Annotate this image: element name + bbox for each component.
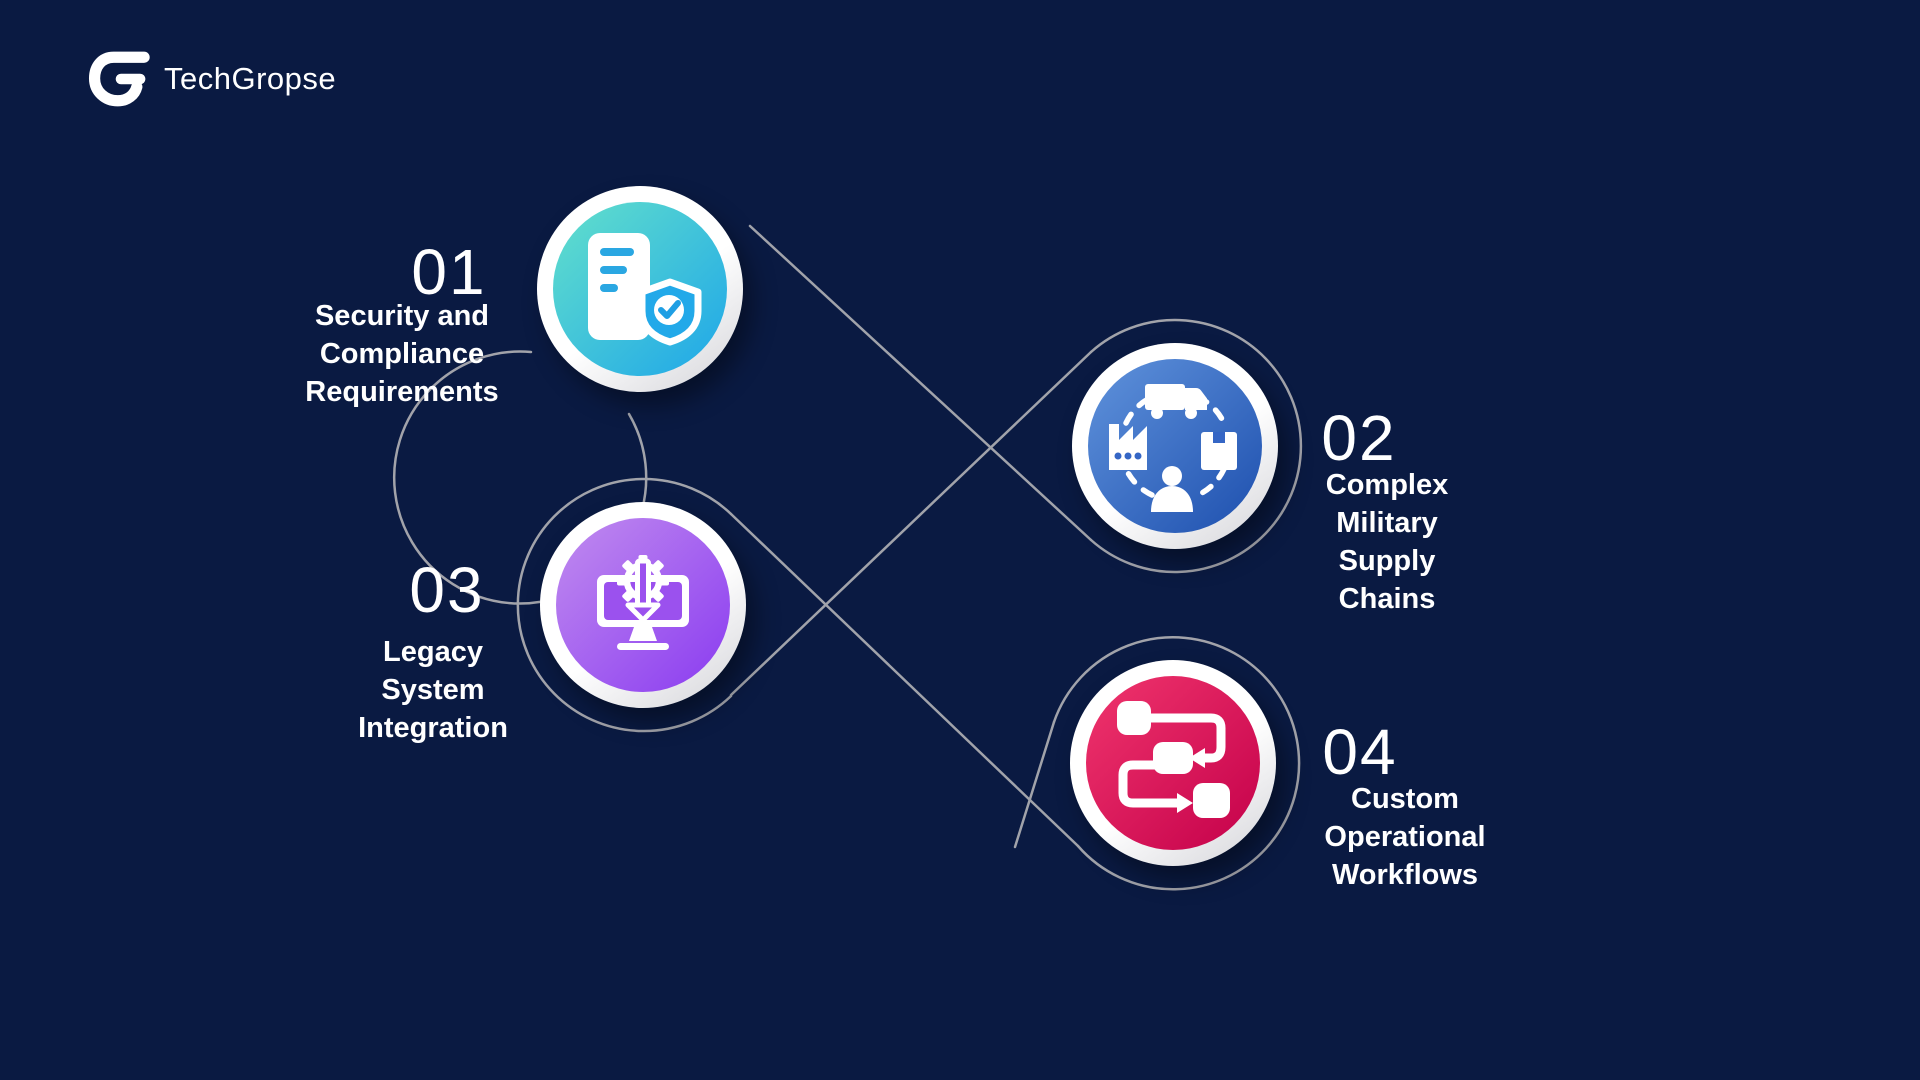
monitor-gear-download-icon [597, 555, 689, 650]
item-02-number: 02 [1321, 402, 1397, 474]
item-03-circle [556, 518, 730, 692]
workflow-nodes-icon [1117, 701, 1230, 818]
item-02-circle [1088, 359, 1262, 533]
item-01-circle [553, 202, 727, 376]
item-04-label: Custom Operational Workflows [1324, 783, 1486, 891]
ring-03 [516, 477, 733, 733]
ring-04-tail [1013, 720, 1056, 849]
logo-g-icon [88, 51, 150, 107]
item-01-label: Security and Compliance Requirements [305, 300, 499, 408]
document-shield-check-icon [588, 233, 702, 346]
line-03-04 [729, 512, 1080, 848]
item-03-label: Legacy System Integration [358, 636, 508, 744]
ring-02 [1089, 318, 1303, 574]
ring-04 [1052, 636, 1301, 891]
line-02-03 [729, 350, 1093, 697]
line-01-02 [748, 224, 1093, 542]
item-03-number: 03 [409, 554, 485, 626]
item-01-badge [537, 186, 743, 392]
item-02-label: Complex Military Supply Chains [1325, 469, 1449, 615]
item-01-number: 01 [411, 236, 487, 308]
item-04-circle [1086, 676, 1260, 850]
item-04-number: 04 [1322, 716, 1398, 788]
item-03-badge [540, 502, 746, 708]
item-02-badge [1072, 343, 1278, 549]
item-04-badge [1070, 660, 1276, 866]
brand-name: TechGropse [164, 61, 337, 96]
brand-logo: TechGropse [86, 44, 336, 114]
supply-chain-network-icon [1109, 384, 1237, 512]
